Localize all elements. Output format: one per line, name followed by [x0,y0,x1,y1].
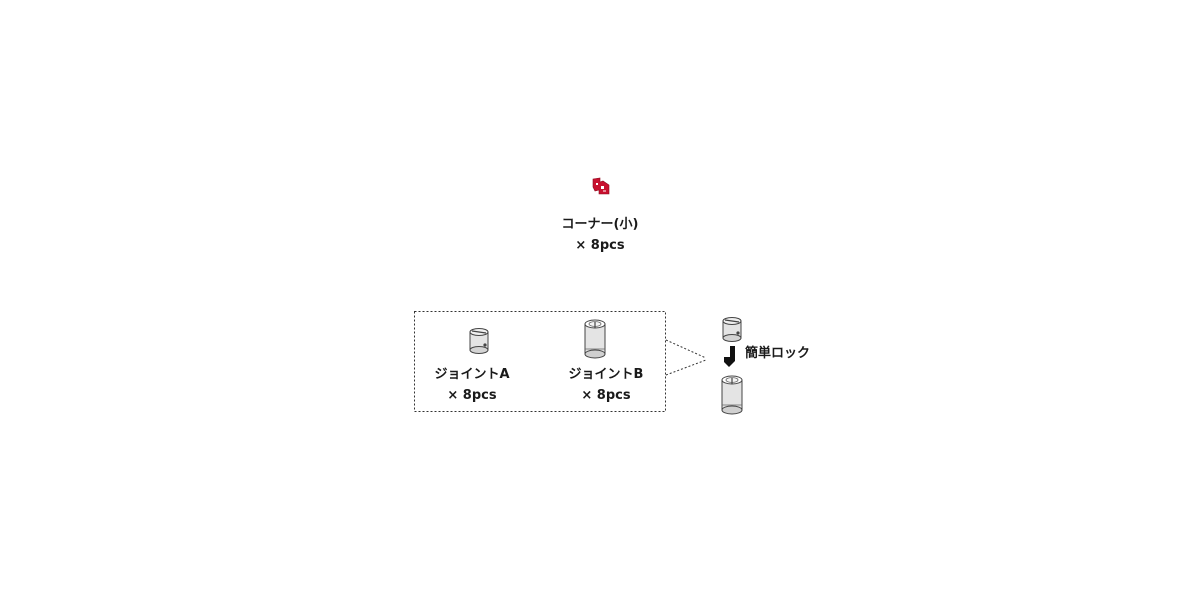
joint-a-quantity: × 8pcs [447,388,497,403]
arrow-down-icon [724,346,735,367]
corner-piece-icon [592,177,610,195]
corner-label: コーナー(小) × 8pcs [540,214,660,256]
corner-quantity: × 8pcs [575,238,625,253]
joint-a-name: ジョイントA [434,367,510,382]
joint-a-icon [469,328,489,354]
joint-b-quantity: × 8pcs [581,388,631,403]
easy-lock-label: 簡単ロック [745,346,811,361]
assembly-joint-a-icon [722,317,742,342]
joint-a-label: ジョイントA × 8pcs [412,364,532,406]
assembly-joint-b-icon [721,375,743,415]
joint-b-label: ジョイントB × 8pcs [546,364,666,406]
corner-name: コーナー(小) [561,217,639,232]
joint-b-icon [584,319,606,359]
joint-b-name: ジョイントB [568,367,644,382]
